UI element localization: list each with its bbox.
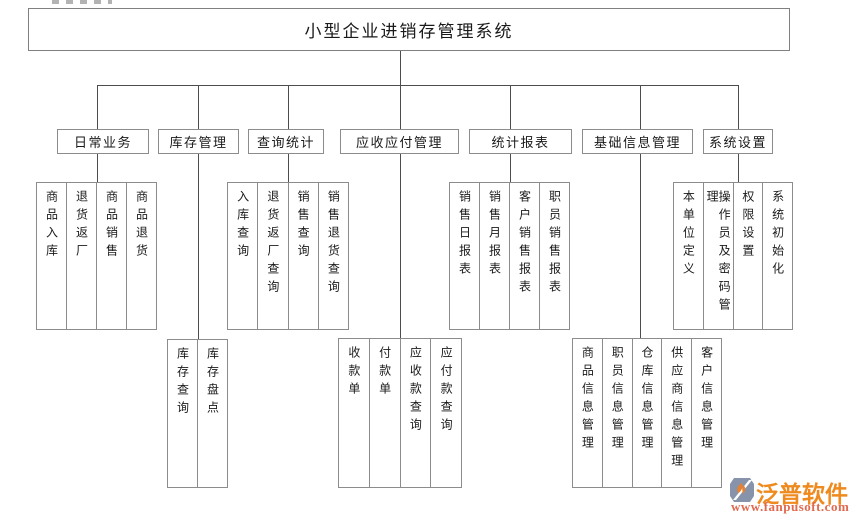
- module-box-daily-business: 日常业务: [57, 129, 149, 154]
- watermark-url-text: www.fanpusoft.com: [731, 499, 850, 514]
- connector-line: [198, 85, 199, 129]
- module-box-receivable-payable: 应收应付管理: [340, 129, 459, 154]
- module-item-label: 销售查询: [296, 190, 311, 262]
- connector-line: [97, 85, 739, 86]
- module-children-inventory-management: 库存查询库存盘点: [167, 339, 228, 488]
- module-item-label: 商品信息管理: [580, 346, 595, 454]
- module-item: 库存查询: [168, 340, 197, 487]
- module-item-label: 商品退货: [134, 190, 149, 262]
- module-item: 退货返厂查询: [257, 183, 287, 329]
- module-item-label: 退货返厂: [74, 190, 89, 262]
- module-item-label: 商品销售: [104, 190, 119, 262]
- module-item: 收款单: [339, 339, 369, 487]
- module-item-label: 退货返厂查询: [265, 190, 280, 298]
- module-label: 统计报表: [491, 135, 550, 150]
- module-item-label: 职员信息管理: [610, 346, 625, 454]
- module-item-label: 销售日报表: [457, 190, 472, 280]
- module-children-system-settings: 本单位定义操作员及密码管理权限设置系统初始化: [673, 182, 793, 330]
- module-label: 应收应付管理: [355, 135, 443, 150]
- module-children-daily-business: 商品入库退货返厂商品销售商品退货: [36, 182, 157, 330]
- clipped-text-fragment: [52, 0, 112, 4]
- module-item: 应付款查询: [430, 339, 461, 487]
- module-item: 付款单: [368, 339, 400, 487]
- module-item-label: 操作员及密码管理: [705, 190, 732, 316]
- module-item: 销售日报表: [450, 183, 479, 329]
- module-item-label: 付款单: [377, 346, 392, 400]
- module-item: 商品信息管理: [573, 339, 602, 487]
- module-item: 客户销售报表: [509, 183, 539, 329]
- module-item: 销售查询: [287, 183, 318, 329]
- connector-line: [640, 154, 641, 338]
- connector-line: [97, 85, 98, 129]
- module-label: 基础信息管理: [593, 135, 681, 150]
- module-item-label: 入库查询: [235, 190, 250, 262]
- module-item-label: 收款单: [346, 346, 361, 400]
- module-item: 销售退货查询: [317, 183, 348, 329]
- module-item-label: 本单位定义: [681, 190, 696, 280]
- connector-line: [510, 154, 511, 182]
- module-item: 供应商信息管理: [661, 339, 691, 487]
- module-item-label: 销售月报表: [487, 190, 502, 280]
- module-item-label: 客户信息管理: [699, 346, 714, 454]
- module-item: 客户信息管理: [691, 339, 721, 487]
- module-item-label: 应收款查询: [408, 346, 423, 436]
- module-item: 商品退货: [126, 183, 156, 329]
- module-box-statistical-reports: 统计报表: [469, 129, 572, 154]
- module-item: 权限设置: [732, 183, 763, 329]
- module-item: 商品入库: [37, 183, 66, 329]
- module-children-statistical-reports: 销售日报表销售月报表客户销售报表职员销售报表: [449, 182, 570, 330]
- connector-line: [288, 85, 289, 129]
- connector-line: [198, 154, 199, 339]
- chart-title-box: 小型企业进销存管理系统: [28, 8, 790, 51]
- connector-line: [400, 154, 401, 338]
- module-item-label: 供应商信息管理: [669, 346, 684, 472]
- module-item-label: 销售退货查询: [326, 190, 341, 298]
- module-item: 退货返厂: [66, 183, 96, 329]
- module-children-basic-info-management: 商品信息管理职员信息管理仓库信息管理供应商信息管理客户信息管理: [572, 338, 722, 488]
- watermark-brand-text: 泛普软件: [756, 482, 848, 507]
- connector-line: [97, 154, 98, 182]
- module-box-query-statistics: 查询统计: [248, 129, 324, 154]
- module-item: 职员销售报表: [539, 183, 569, 329]
- connector-line: [738, 85, 739, 129]
- module-item: 操作员及密码管理: [702, 183, 733, 329]
- module-item: 系统初始化: [762, 183, 792, 329]
- module-children-receivable-payable: 收款单 付款单 应收款查询 应付款查询: [338, 338, 462, 488]
- module-label: 库存管理: [169, 135, 228, 150]
- module-item: 本单位定义: [674, 183, 703, 329]
- module-item-label: 客户销售报表: [517, 190, 532, 298]
- page-title: 小型企业进销存管理系统: [304, 22, 514, 41]
- module-item: 入库查询: [228, 183, 257, 329]
- module-item-label: 仓库信息管理: [639, 346, 654, 454]
- module-item-label: 应付款查询: [439, 346, 454, 436]
- module-item: 职员信息管理: [601, 339, 632, 487]
- module-item-label: 权限设置: [740, 190, 755, 262]
- module-item-label: 职员销售报表: [547, 190, 562, 298]
- connector-line: [738, 154, 739, 182]
- module-item-label: 系统初始化: [770, 190, 785, 280]
- module-item: 商品销售: [96, 183, 126, 329]
- module-label: 查询统计: [256, 135, 315, 150]
- module-label: 日常业务: [73, 135, 132, 150]
- connector-line: [400, 51, 401, 85]
- module-item-label: 库存盘点: [205, 347, 220, 419]
- module-item-label: 库存查询: [175, 347, 190, 419]
- module-box-inventory-management: 库存管理: [158, 129, 239, 154]
- connector-line: [288, 154, 289, 182]
- module-item: 应收款查询: [399, 339, 431, 487]
- module-box-system-settings: 系统设置: [703, 129, 773, 154]
- fanpu-logo-icon: [730, 478, 754, 502]
- connector-line: [640, 85, 641, 129]
- module-item: 销售月报表: [479, 183, 509, 329]
- connector-line: [400, 85, 401, 129]
- module-item-label: 商品入库: [44, 190, 59, 262]
- module-item: 库存盘点: [197, 340, 227, 487]
- module-item: 仓库信息管理: [631, 339, 662, 487]
- connector-line: [510, 85, 511, 129]
- module-label: 系统设置: [708, 135, 767, 150]
- module-box-basic-info-management: 基础信息管理: [582, 129, 693, 154]
- module-children-query-statistics: 入库查询退货返厂查询 销售查询销售退货查询: [227, 182, 349, 330]
